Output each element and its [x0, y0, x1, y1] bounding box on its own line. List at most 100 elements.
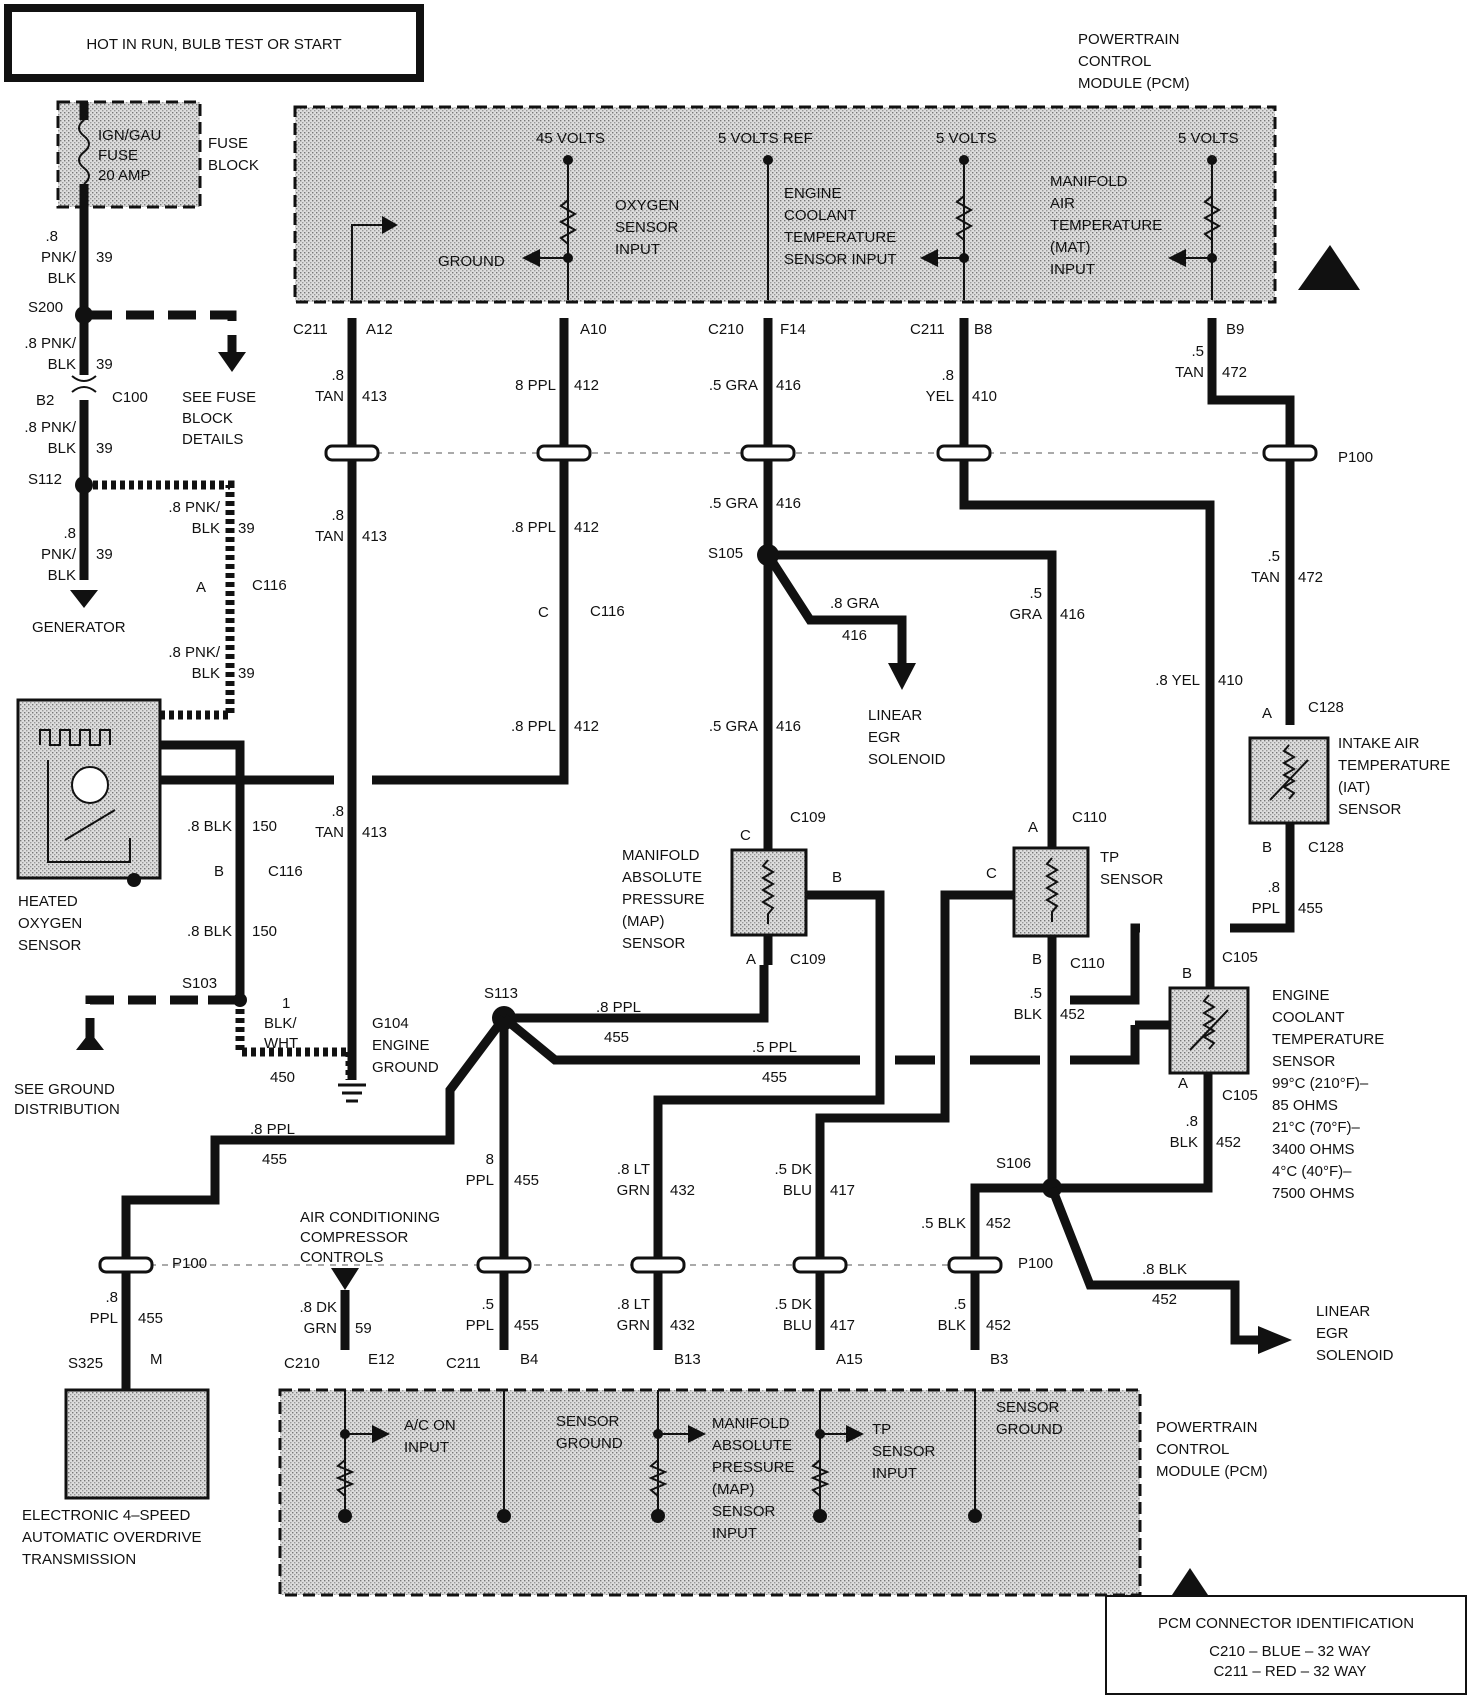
sensor-element-icon: [71, 766, 109, 804]
diagram-label: G104: [372, 1015, 409, 1032]
diagram-label: COOLANT: [784, 207, 857, 224]
diagram-label: C109: [790, 809, 826, 826]
diagram-label: SENSOR: [996, 1399, 1060, 1416]
diagram-label: IGN/GAU: [98, 127, 161, 144]
diagram-label: GRA: [1009, 606, 1042, 623]
diagram-label: YEL: [926, 388, 954, 405]
diagram-label: BLU: [783, 1182, 812, 1199]
diagram-label: A: [196, 579, 206, 596]
diagram-label: C100: [112, 389, 148, 406]
diagram-label: INPUT: [615, 241, 660, 258]
diagram-label: ENGINE: [1272, 987, 1330, 1004]
diagram-label: 8: [486, 1151, 494, 1168]
transmission-module: [64, 1388, 210, 1500]
arrow-down-icon: [70, 590, 98, 608]
diagram-label: INPUT: [404, 1439, 449, 1456]
diagram-label: B13: [674, 1351, 701, 1368]
p100-bottom-connectors: [98, 1256, 1003, 1274]
diagram-label: PRESSURE: [622, 891, 705, 908]
diagram-label: 410: [1218, 672, 1243, 689]
diagram-label: 455: [604, 1029, 629, 1046]
legend-row: C211 – RED – 32 WAY: [1213, 1663, 1366, 1680]
diagram-label: SENSOR: [615, 219, 679, 236]
diagram-label: .8 BLK: [1142, 1261, 1187, 1278]
diagram-label: BLK: [48, 567, 76, 584]
diagram-label: BLK: [192, 520, 220, 537]
diagram-label: GRN: [617, 1182, 650, 1199]
diagram-label: 45 VOLTS: [536, 130, 605, 147]
diagram-label: .8 LT: [617, 1296, 650, 1313]
diagram-label: BLK: [48, 440, 76, 457]
diagram-label: A15: [836, 1351, 863, 1368]
diagram-label: C: [740, 827, 751, 844]
arrow-right-icon: [382, 216, 398, 234]
arrow-right-icon: [372, 1425, 390, 1443]
diagram-label: A10: [580, 321, 607, 338]
diagram-label: 5 VOLTS: [936, 130, 997, 147]
diagram-label: B4: [520, 1351, 538, 1368]
diagram-label: TAN: [315, 824, 344, 841]
diagram-label: .5 GRA: [709, 377, 758, 394]
diagram-label: 39: [96, 356, 113, 373]
diagram-label: MODULE (PCM): [1078, 75, 1190, 92]
diagram-label: 20 AMP: [98, 167, 151, 184]
legend-title: PCM CONNECTOR IDENTIFICATION: [1158, 1615, 1414, 1632]
arrow-right-icon: [1258, 1326, 1292, 1354]
diagram-label: (MAP): [622, 913, 665, 930]
arrow-left-icon: [522, 249, 540, 267]
main-wires: [76, 318, 1295, 1354]
diagram-label: TEMPERATURE: [784, 229, 896, 246]
diagram-label: INTAKE AIR: [1338, 735, 1420, 752]
diagram-label: P100: [1018, 1255, 1053, 1272]
diagram-label: 4°C (40°F)–: [1272, 1163, 1352, 1180]
diagram-label: INPUT: [712, 1525, 757, 1542]
diagram-label: 7500 OHMS: [1272, 1185, 1355, 1202]
diagram-label: OXYGEN: [615, 197, 679, 214]
diagram-label: CONTROLS: [300, 1249, 383, 1266]
diagram-label: GROUND: [372, 1059, 439, 1076]
diagram-label: 416: [776, 377, 801, 394]
fuse-icon: [78, 119, 90, 185]
diagram-label: 150: [252, 923, 277, 940]
diagram-label: FUSE: [208, 135, 248, 152]
diagram-label: BLK: [48, 270, 76, 287]
diagram-label: A: [746, 951, 756, 968]
diagram-label: TP: [1100, 849, 1119, 866]
diagram-label: TEMPERATURE: [1272, 1031, 1384, 1048]
diagram-label: M: [150, 1351, 163, 1368]
diagram-label: INPUT: [1050, 261, 1095, 278]
diagram-label: 416: [1060, 606, 1085, 623]
diagram-label: .5 PPL: [752, 1039, 797, 1056]
diagram-label: 455: [138, 1310, 163, 1327]
diagram-label: C105: [1222, 1087, 1258, 1104]
diagram-label: PPL: [1252, 900, 1280, 917]
diagram-label: 472: [1298, 569, 1323, 586]
splice-s103: [233, 993, 247, 1007]
diagram-label: S113: [484, 985, 518, 1002]
diagram-label: 5 VOLTS: [1178, 130, 1239, 147]
diagram-label: 21°C (70°F)–: [1272, 1119, 1361, 1136]
diagram-label: ABSOLUTE: [622, 869, 702, 886]
diagram-label: SOLENOID: [868, 751, 946, 768]
diagram-label: (IAT): [1338, 779, 1370, 796]
diagram-label: C: [986, 865, 997, 882]
diagram-label: B: [1032, 951, 1042, 968]
diagram-label: .8: [63, 525, 76, 542]
diagram-label: AIR CONDITIONING: [300, 1209, 440, 1226]
diagram-label: .8: [1267, 879, 1280, 896]
diagram-label: S105: [708, 545, 743, 562]
diagram-label: TAN: [315, 388, 344, 405]
diagram-label: BLK: [192, 665, 220, 682]
diagram-label: A: [1178, 1075, 1188, 1092]
diagram-label: EGR: [868, 729, 901, 746]
diagram-label: 59: [355, 1320, 372, 1337]
diagram-label: P100: [1338, 449, 1373, 466]
diagram-label: A12: [366, 321, 393, 338]
diagram-label: .8 LT: [617, 1161, 650, 1178]
legend-box: [1105, 1595, 1467, 1695]
arrow-down-icon: [888, 663, 916, 690]
diagram-label: 472: [1222, 364, 1247, 381]
diagram-label: C109: [790, 951, 826, 968]
diagram-label: 412: [574, 718, 599, 735]
diagram-label: 417: [830, 1182, 855, 1199]
